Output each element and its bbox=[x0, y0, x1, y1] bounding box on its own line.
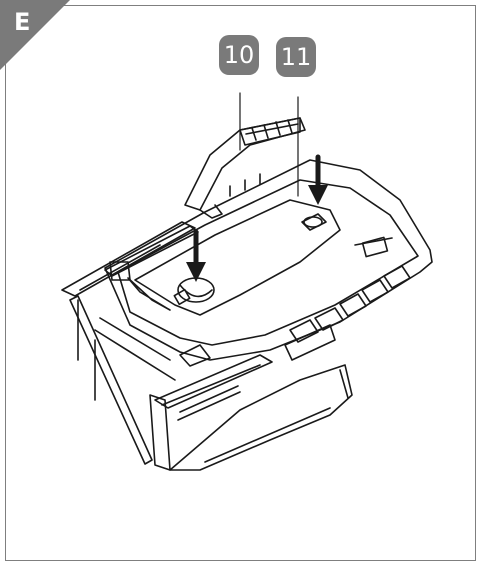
callout-11: 11 bbox=[276, 37, 316, 77]
catcher-bag bbox=[169, 364, 353, 471]
figure-letter: E bbox=[14, 8, 31, 36]
arrow-down-icon bbox=[186, 229, 206, 282]
catcher-frame bbox=[61, 221, 273, 471]
corner-tab bbox=[0, 0, 70, 70]
figure-border bbox=[5, 5, 476, 561]
handle bbox=[184, 117, 306, 219]
callout-10: 10 bbox=[219, 35, 259, 75]
lid-vents bbox=[284, 265, 411, 361]
catcher-lid bbox=[104, 159, 433, 367]
arrow-down-icon bbox=[308, 154, 328, 205]
socket bbox=[301, 213, 327, 231]
